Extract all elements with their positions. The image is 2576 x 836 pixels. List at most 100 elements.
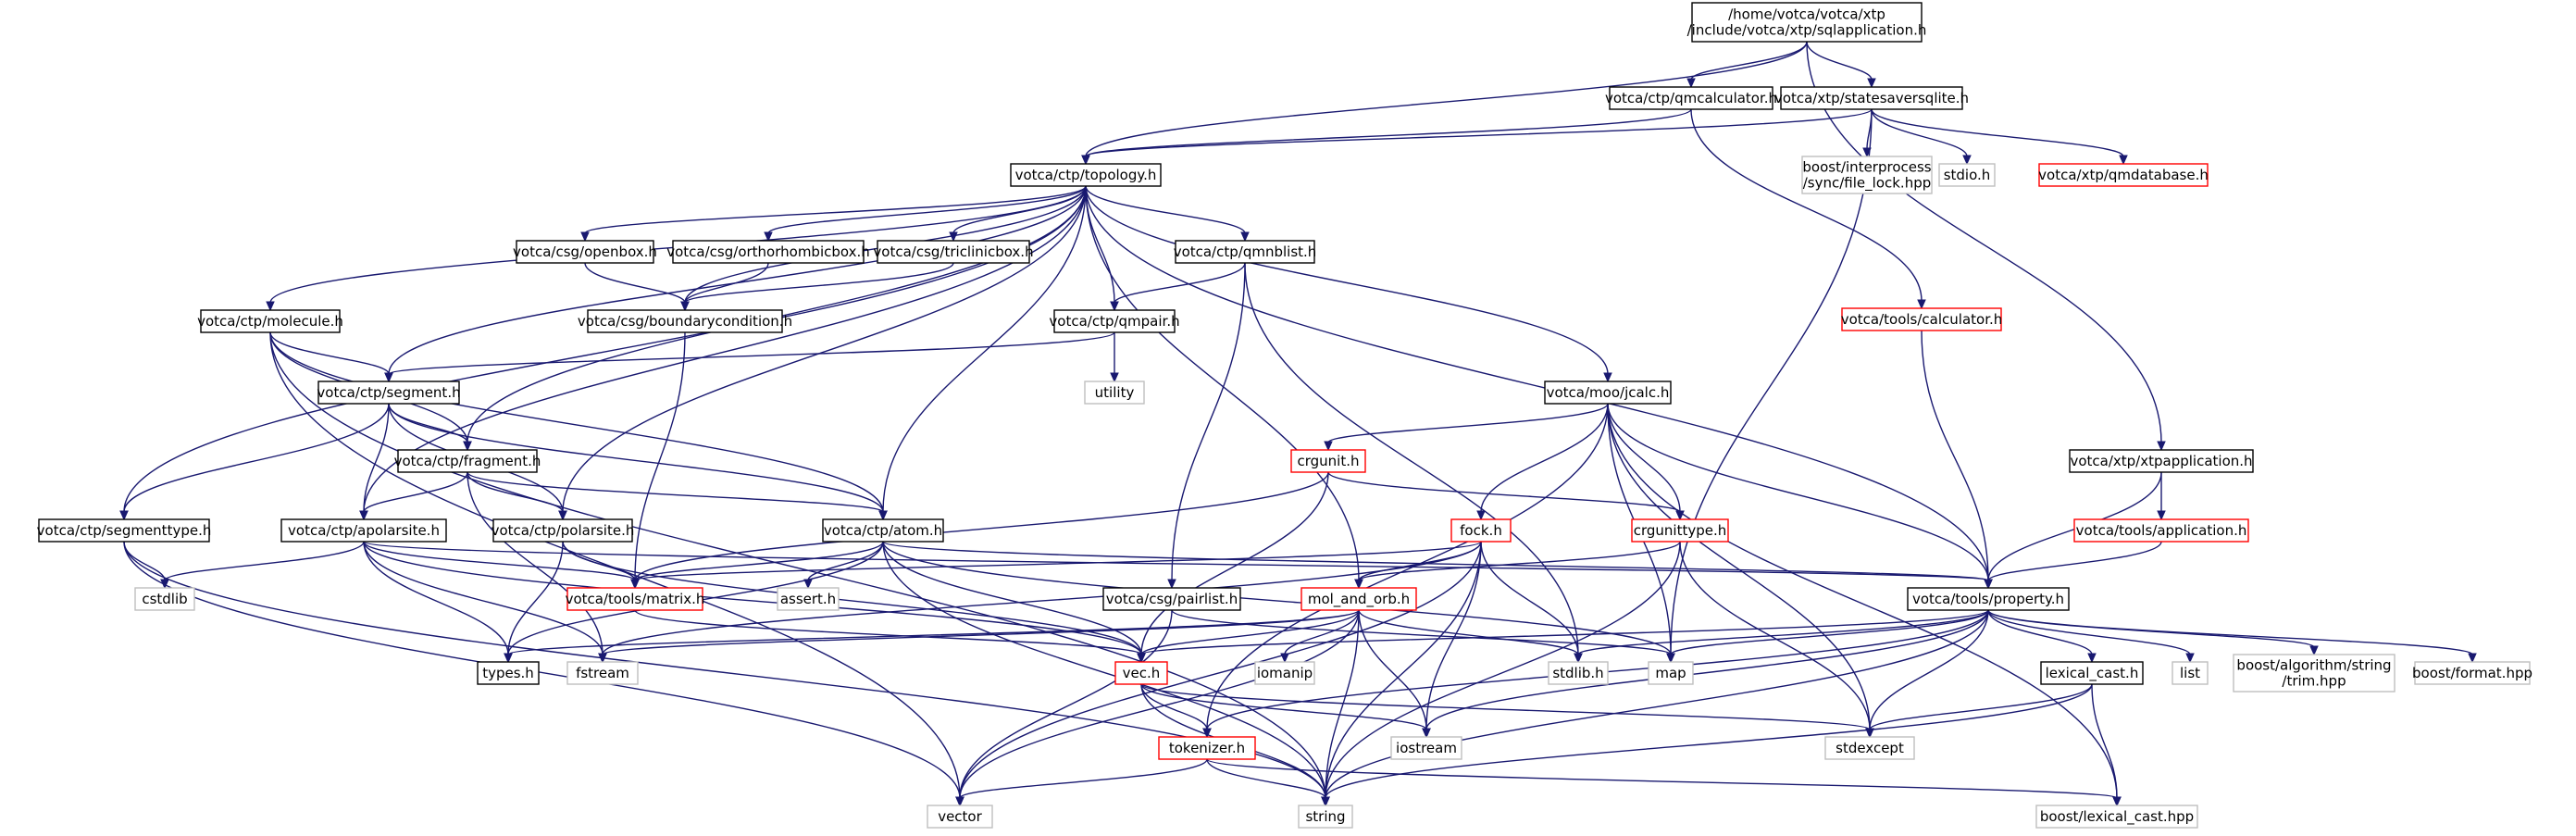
node-box-vector [927, 805, 993, 829]
edge-fock-to-fstream [602, 541, 1482, 655]
node-box-statesaversqlite [1780, 86, 1963, 110]
node-label-lexical_cast: lexical_cast.h [2046, 665, 2139, 682]
edge-apolarsite-to-fstream [363, 541, 604, 655]
arrowhead-triclinicbox-to-boundarycondition [680, 301, 690, 312]
arrowhead-fock-to-matrix [630, 579, 640, 590]
node-label-list: list [2180, 665, 2200, 681]
edge-topology-to-openbox [584, 185, 1087, 234]
node-polarsite[interactable]: votca/ctp/polarsite.h [492, 518, 635, 543]
node-root[interactable]: /home/votca/votca/xtp/include/votca/xtp/… [1687, 2, 1927, 43]
node-xtpapplication[interactable]: votca/xtp/xtpapplication.h [2069, 449, 2254, 473]
node-box-iomanip [1254, 661, 1315, 685]
node-label-boost_lexical_cast: boost/lexical_cast.hpp [2040, 808, 2194, 826]
edge-atom-to-assert [807, 541, 884, 581]
node-label-vec: vec.h [1123, 665, 1161, 681]
node-segment[interactable]: votca/ctp/segment.h [317, 381, 461, 405]
node-calculator[interactable]: votca/tools/calculator.h [1841, 307, 2003, 331]
node-vec[interactable]: vec.h [1114, 661, 1168, 685]
edge-property-to-string [1325, 609, 1989, 799]
node-label-qmnblist: votca/ctp/qmnblist.h [1174, 243, 1317, 260]
node-label-root: /include/votca/xtp/sqlapplication.h [1687, 22, 1927, 39]
node-label-qmcalculator: votca/ctp/qmcalculator.h [1605, 90, 1777, 106]
node-box-qmpair [1053, 309, 1176, 333]
node-pairlist[interactable]: votca/csg/pairlist.h [1102, 587, 1241, 611]
edge-jcalc-to-tokenizer [1206, 403, 1609, 730]
node-box-orthorhombicbox [672, 240, 865, 264]
node-molecule[interactable]: votca/ctp/molecule.h [197, 309, 343, 333]
edge-fragment-to-atom [467, 471, 884, 513]
node-mol_and_orb[interactable]: mol_and_orb.h [1300, 587, 1417, 611]
node-tokenizer[interactable]: tokenizer.h [1158, 736, 1256, 760]
arrowhead-fragment-to-atom [878, 510, 888, 521]
node-box-lexical_cast [2040, 661, 2144, 685]
node-box-qmdatabase [2038, 163, 2209, 187]
node-label-molecule: votca/ctp/molecule.h [197, 313, 343, 330]
node-box-molecule [200, 309, 341, 333]
node-qmdatabase[interactable]: votca/xtp/qmdatabase.h [2038, 163, 2209, 187]
arrowhead-statesaversqlite-to-topology [1081, 155, 1090, 166]
node-apolarsite[interactable]: votca/ctp/apolarsite.h [280, 518, 447, 543]
edge-apolarsite-to-matrix [363, 541, 636, 581]
edge-statesaversqlite-to-qmdatabase [1871, 108, 2124, 157]
node-box-file_lock [1801, 156, 1933, 194]
node-topology[interactable]: votca/ctp/topology.h [1010, 163, 1162, 187]
node-label-crgunit: crgunit.h [1297, 453, 1359, 469]
node-triclinicbox[interactable]: votca/csg/triclinicbox.h [873, 240, 1034, 264]
node-trim: boost/algorithm/string/trim.hpp [2233, 654, 2396, 693]
node-box-trim [2233, 654, 2396, 693]
node-fock[interactable]: fock.h [1450, 518, 1512, 543]
edge-jcalc-to-boost_lexical_cast [1607, 403, 2118, 799]
node-segmenttype[interactable]: votca/ctp/segmenttype.h [37, 518, 212, 543]
edge-atom-to-property [882, 541, 1989, 581]
arrowhead-tokenizer-to-boost_lexical_cast [2112, 796, 2122, 807]
node-property[interactable]: votca/tools/property.h [1907, 587, 2070, 611]
node-atom[interactable]: votca/ctp/atom.h [822, 518, 944, 543]
edge-matrix-to-vec [634, 609, 1142, 655]
node-box-pairlist [1102, 587, 1241, 611]
node-openbox[interactable]: votca/csg/openbox.h [513, 240, 657, 264]
node-label-types: types.h [482, 665, 534, 681]
node-box-qmnblist [1175, 240, 1315, 264]
node-fragment[interactable]: votca/ctp/fragment.h [394, 449, 541, 473]
node-label-vector: vector [938, 808, 982, 825]
edge-polarsite-to-types [507, 541, 564, 655]
edge-openbox-to-boundarycondition [584, 262, 686, 304]
node-box-root [1691, 2, 1923, 43]
node-label-stdexcept: stdexcept [1836, 740, 1904, 756]
node-format: boost/format.hpp [2412, 661, 2532, 685]
node-orthorhombicbox[interactable]: votca/csg/orthorhombicbox.h [666, 240, 870, 264]
node-iostream: iostream [1390, 736, 1462, 760]
edge-tokenizer-to-vector [959, 758, 1208, 799]
node-jcalc[interactable]: votca/moo/jcalc.h [1544, 381, 1672, 405]
node-boundarycondition[interactable]: votca/csg/boundarycondition.h [578, 309, 792, 333]
edge-apolarsite-to-vec [363, 541, 1142, 655]
arrowhead-jcalc-to-crgunit [1324, 441, 1333, 452]
edge-root-to-statesaversqlite [1806, 41, 1873, 81]
node-types[interactable]: types.h [477, 661, 540, 685]
node-qmcalculator[interactable]: votca/ctp/qmcalculator.h [1605, 86, 1777, 110]
arrowhead-mol_and_orb-to-fstream [598, 653, 607, 664]
node-crgunittype[interactable]: crgunittype.h [1631, 518, 1729, 543]
edge-fock-to-stdlib [1480, 541, 1579, 655]
edge-molecule-to-segment [269, 331, 390, 375]
node-label-crgunittype: crgunittype.h [1634, 522, 1727, 539]
edge-qmnblist-to-qmpair [1114, 262, 1246, 304]
node-box-fstream [566, 661, 639, 685]
node-qmnblist[interactable]: votca/ctp/qmnblist.h [1174, 240, 1317, 264]
edge-lexical_cast-to-stdexcept [1869, 683, 2093, 730]
edge-topology-to-mol_and_orb [1085, 185, 1360, 581]
edge-fock-to-vector [959, 541, 1482, 799]
edge-topology-to-polarsite [562, 185, 1087, 513]
node-crgunit[interactable]: crgunit.h [1290, 449, 1366, 473]
edge-crgunittype-to-stdexcept [1679, 541, 1871, 730]
node-matrix[interactable]: votca/tools/matrix.h [566, 587, 705, 611]
node-box-xtpapplication [2069, 449, 2254, 473]
node-lexical_cast[interactable]: lexical_cast.h [2040, 661, 2144, 685]
node-statesaversqlite[interactable]: votca/xtp/statesaversqlite.h [1774, 86, 1969, 110]
node-label-qmdatabase: votca/xtp/qmdatabase.h [2038, 167, 2209, 183]
node-utility: utility [1084, 381, 1145, 405]
node-application[interactable]: votca/tools/application.h [2073, 518, 2249, 543]
arrowhead-property-to-trim [2309, 645, 2319, 656]
node-label-utility: utility [1095, 384, 1135, 401]
node-qmpair[interactable]: votca/ctp/qmpair.h [1049, 309, 1180, 333]
